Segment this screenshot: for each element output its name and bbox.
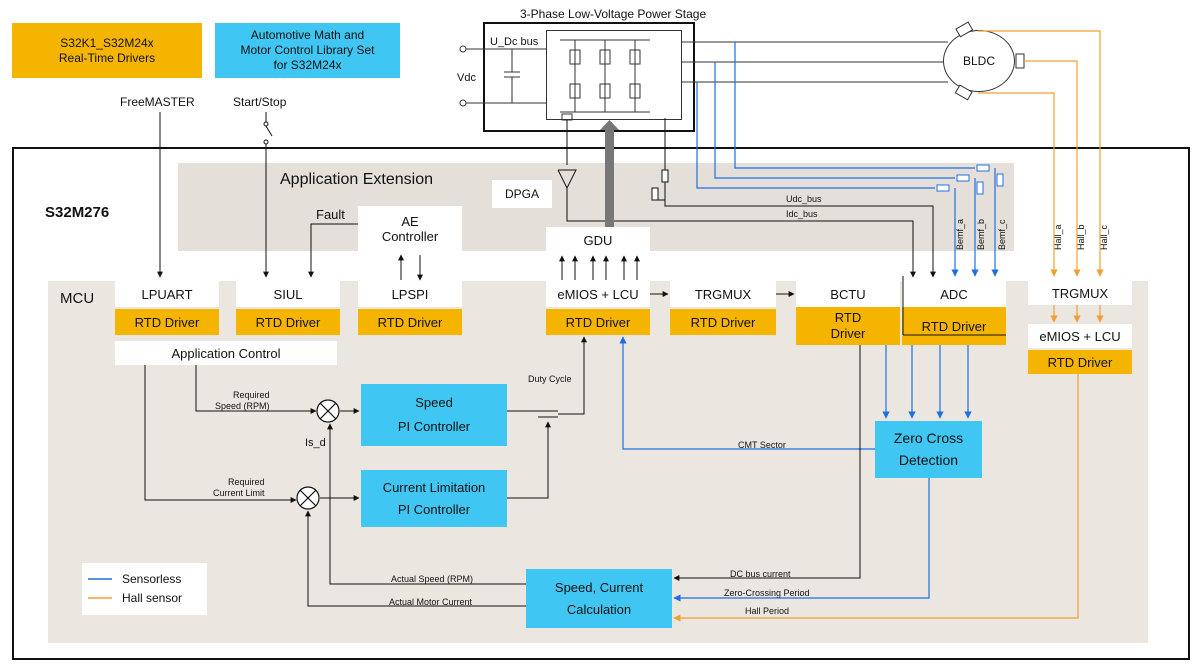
trgmux-box: TRGMUX [670,281,776,307]
speed-current-calculation: Speed, Current Calculation [526,569,672,628]
dpga-box: DPGA [492,180,552,208]
mcu-label: MCU [60,290,95,307]
hall-period-label: Hall Period [745,606,790,616]
chip-border [12,147,1190,660]
ae-label: Application Extension [280,171,433,188]
udc-bus-label: U_Dc bus [490,36,539,48]
power-stage-title: 3-Phase Low-Voltage Power Stage [520,7,707,21]
gdu-power-bar [605,130,614,227]
hall-sensors [954,21,1025,101]
bemf-signal-lines [619,42,999,602]
duty-cycle-label: Duty Cycle [528,374,572,384]
trgmux-right-box: TRGMUX [1028,281,1132,305]
legend-box [82,563,207,615]
chip-name: S32M276 [45,204,110,221]
start-stop-label: Start/Stop [233,95,287,109]
lpspi-box: LPSPI [358,281,462,307]
legend-hall-label: Hall sensor [122,591,183,605]
zero-cross-detection: Zero Cross Detection [875,421,982,478]
bemf-resistors [936,164,1004,195]
power-stage-box [483,22,695,132]
rtd-drivers-box: S32K1_S32M24x Real-Time Drivers [12,23,202,78]
cmt-sector-label: CMT Sector [738,440,786,450]
summing-junctions [296,399,340,510]
lpspi-rtd-driver: RTD Driver [358,309,462,335]
udc-bus-signal: Udc_bus [786,194,822,204]
vdc-label: Vdc [457,72,476,84]
amc-library-box: Automotive Math and Motor Control Librar… [215,23,400,78]
fault-label: Fault [316,207,345,222]
actual-current-label: Actual Motor Current [389,597,473,607]
required-speed-label: Required Speed (RPM) [215,390,270,411]
speed-pi-controller: Speed PI Controller [361,384,507,446]
gdu-box: GDU [546,227,650,253]
adc-rtd-driver: RTD Driver [902,307,1006,345]
is-d-label: Is_d [305,437,326,449]
ae-controller-box: AE Controller [358,206,462,252]
required-current-label: Required Current Limit [213,477,265,498]
bctu-box: BCTU [796,281,900,307]
power-stage-schematic [459,39,650,121]
trgmux-rtd-driver: RTD Driver [670,309,776,335]
emios-lcu-right-box: eMIOS + LCU [1028,324,1132,348]
application-control-box: Application Control [115,341,337,365]
lpuart-rtd-driver: RTD Driver [115,309,219,335]
emios-lcu-box: eMIOS + LCU [546,281,650,307]
zero-crossing-period-label: Zero-Crossing Period [724,588,810,598]
dc-bus-current-label: DC bus current [730,569,791,579]
inverter-box [546,30,682,120]
emios-lcu-right-rtd-driver: RTD Driver [1028,350,1132,374]
bctu-rtd-driver: RTD Driver [796,307,900,345]
current-limitation-pi-controller: Current Limitation PI Controller [361,470,507,527]
bldc-label: BLDC [962,54,995,68]
actual-speed-label: Actual Speed (RPM) [391,574,474,584]
legend-sensorless-label: Sensorless [122,572,182,586]
emios-lcu-rtd-driver: RTD Driver [546,309,650,335]
hall-signal-lines [673,30,1104,622]
phase-lines [682,41,948,83]
siul-box: SIUL [236,281,340,307]
idc-bus-signal: Idc_bus [786,209,818,219]
lpuart-box: LPUART [115,281,219,307]
freemaster-label: FreeMASTER [120,95,195,109]
adc-box: ADC [902,281,1006,307]
siul-rtd-driver: RTD Driver [236,309,340,335]
